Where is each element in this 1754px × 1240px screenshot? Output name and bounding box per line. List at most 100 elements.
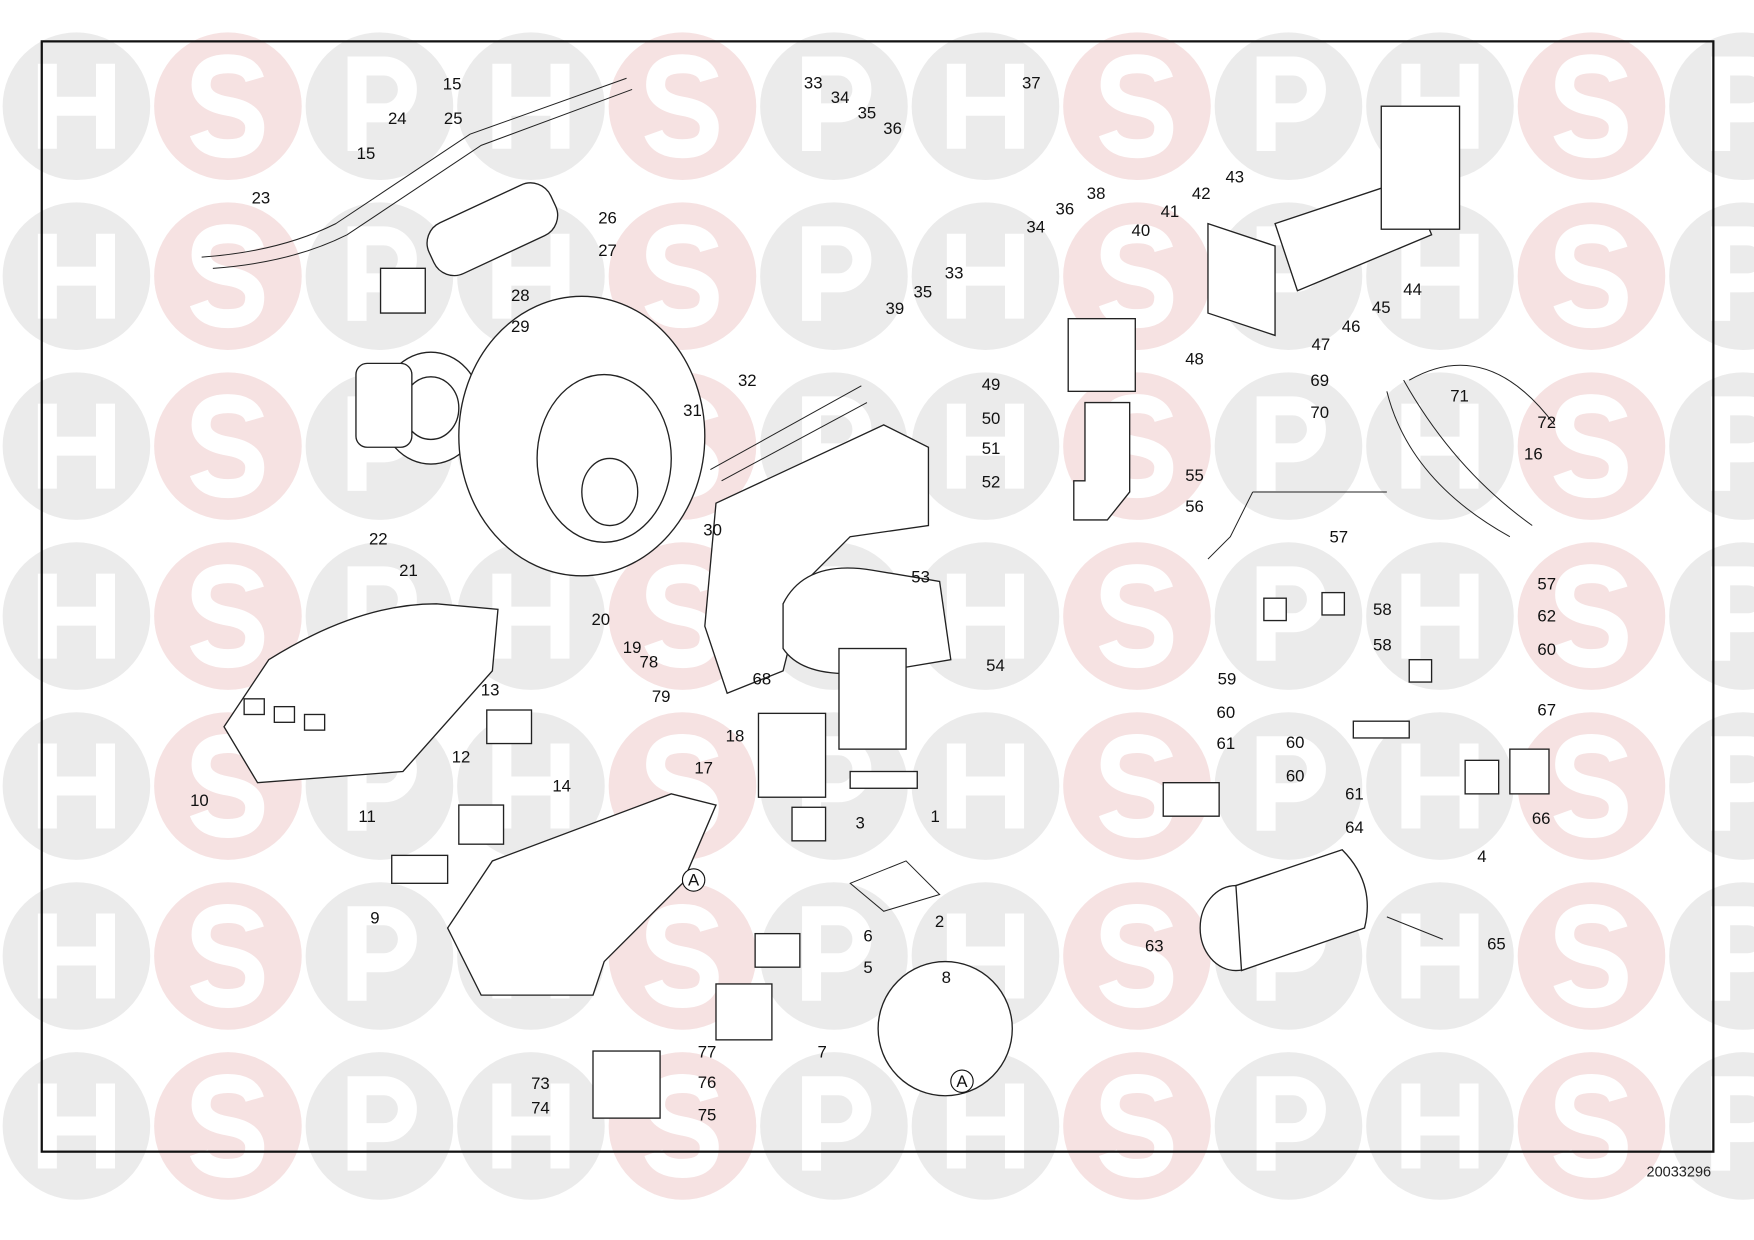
part-number-label: 77 (698, 1043, 717, 1062)
watermark-letter-shape (1553, 904, 1628, 1008)
part-number-label: 67 (1537, 701, 1556, 720)
detail-marker-a-2: A (956, 1072, 968, 1091)
watermark-letter-shape (37, 63, 115, 149)
part-number-label: 38 (1087, 184, 1106, 203)
part-number-label: 32 (738, 371, 757, 390)
watermark-letter-shape (1401, 913, 1479, 999)
part-number-label: 57 (1537, 574, 1556, 593)
watermark-letter-shape (189, 734, 265, 839)
part-number-label: 43 (1225, 167, 1244, 186)
part-number-label: 15 (443, 74, 462, 93)
part-number-label: 33 (804, 73, 823, 92)
watermark-letter-shape (644, 564, 719, 669)
part-number-label: 59 (1218, 669, 1237, 688)
watermark-letter-shape (1553, 734, 1628, 839)
watermark-letter-shape (1098, 564, 1174, 669)
part-number-label: 2 (935, 912, 944, 931)
detail-marker-a: A (688, 871, 700, 890)
watermark-letter-shape (946, 63, 1025, 149)
part-number-label: 66 (1532, 809, 1551, 828)
part-number-label: 33 (945, 263, 964, 282)
part-number-label: 70 (1310, 403, 1329, 422)
part-number-label: 44 (1403, 280, 1422, 299)
watermark-letter-shape (1256, 396, 1326, 491)
part-number-label: 21 (399, 561, 418, 580)
part-number-label: 60 (1286, 733, 1305, 752)
watermark-letter-shape (37, 573, 115, 659)
part-number-label: 14 (552, 777, 571, 796)
part-number-label: 5 (863, 958, 872, 977)
part-number-label: 10 (190, 791, 209, 810)
part-number-label: 58 (1373, 636, 1392, 655)
parts-drawings (201, 77, 1555, 1119)
part-number-label: 75 (698, 1105, 717, 1124)
part-number-label: 74 (531, 1099, 550, 1118)
part-number-label: 35 (914, 282, 933, 301)
watermark-letter-shape (946, 573, 1025, 659)
part-number-label: 56 (1185, 497, 1204, 516)
watermark-letter-shape (1711, 736, 1754, 831)
watermark-letter-shape (1401, 233, 1479, 319)
part-number-label: 11 (358, 807, 375, 826)
watermark-letter-shape (802, 56, 872, 151)
watermark-letter-shape (644, 224, 719, 329)
part-number-label: 18 (726, 726, 745, 745)
watermark-letter-shape (1711, 566, 1754, 661)
part-number-label: 28 (511, 286, 530, 305)
watermark-letter-shape (1711, 906, 1754, 1001)
part-number-label: 58 (1373, 600, 1392, 619)
watermark-letter-shape (946, 403, 1025, 489)
part-number-label: 55 (1185, 466, 1204, 485)
watermark-letter-shape (802, 1076, 872, 1171)
watermark-letter-shape (1098, 394, 1174, 499)
part-number-label: 60 (1537, 640, 1556, 659)
part-number-label: 72 (1537, 413, 1556, 432)
watermark-letter-shape (347, 56, 417, 151)
part-number-label: 15 (357, 144, 376, 163)
part-number-label: 34 (1026, 218, 1045, 237)
watermark-letter-shape (802, 906, 872, 1001)
watermark-letter-shape (1553, 564, 1628, 669)
part-number-label: 64 (1345, 818, 1364, 837)
part-number-label: 4 (1477, 847, 1486, 866)
part-number-label: 3 (856, 814, 865, 833)
watermark-letter-shape (189, 54, 265, 159)
watermark-letter-shape (1711, 56, 1754, 151)
watermark-letter-shape (37, 743, 115, 829)
part-number-label: 61 (1345, 784, 1364, 803)
watermark-letter-shape (189, 394, 265, 499)
part-number-label: 17 (694, 759, 713, 778)
watermark-letter-shape (1256, 566, 1326, 661)
part-number-label: 45 (1372, 298, 1391, 317)
part-number-label: 9 (370, 909, 379, 928)
part-number-label: 34 (831, 88, 850, 107)
watermark-letter-shape (37, 403, 115, 489)
part-number-label: 8 (942, 968, 951, 987)
part-number-label: 24 (388, 109, 407, 128)
watermark-letter-shape (1098, 1073, 1174, 1178)
part-number-label: 16 (1524, 445, 1543, 464)
part-number-label: 36 (883, 119, 902, 138)
part-number-label: 19 (623, 638, 642, 657)
part-number-label: 26 (598, 209, 617, 228)
part-number-label: 13 (481, 680, 500, 699)
part-number-label: 69 (1310, 371, 1329, 390)
part-number-label: 51 (982, 439, 1001, 458)
watermark-letter-shape (1553, 1073, 1628, 1178)
watermark-letter-shape (1553, 224, 1628, 329)
watermark-letter-shape (644, 54, 719, 159)
part-number-label: 39 (886, 299, 905, 318)
watermark-letter-shape (946, 743, 1025, 829)
part-number-label: 23 (252, 188, 271, 207)
watermark-letter-shape (37, 233, 115, 319)
watermark-letter-shape (946, 1083, 1025, 1169)
part-number-label: 41 (1161, 202, 1180, 221)
watermark-letter-shape (1256, 56, 1326, 151)
part-number-label: 35 (858, 104, 877, 123)
part-number-label: 25 (444, 109, 463, 128)
watermark-letter-shape (347, 1076, 417, 1171)
part-number-label: 20 (591, 610, 610, 629)
part-number-label: 73 (531, 1074, 550, 1093)
part-number-label: 31 (683, 401, 702, 420)
